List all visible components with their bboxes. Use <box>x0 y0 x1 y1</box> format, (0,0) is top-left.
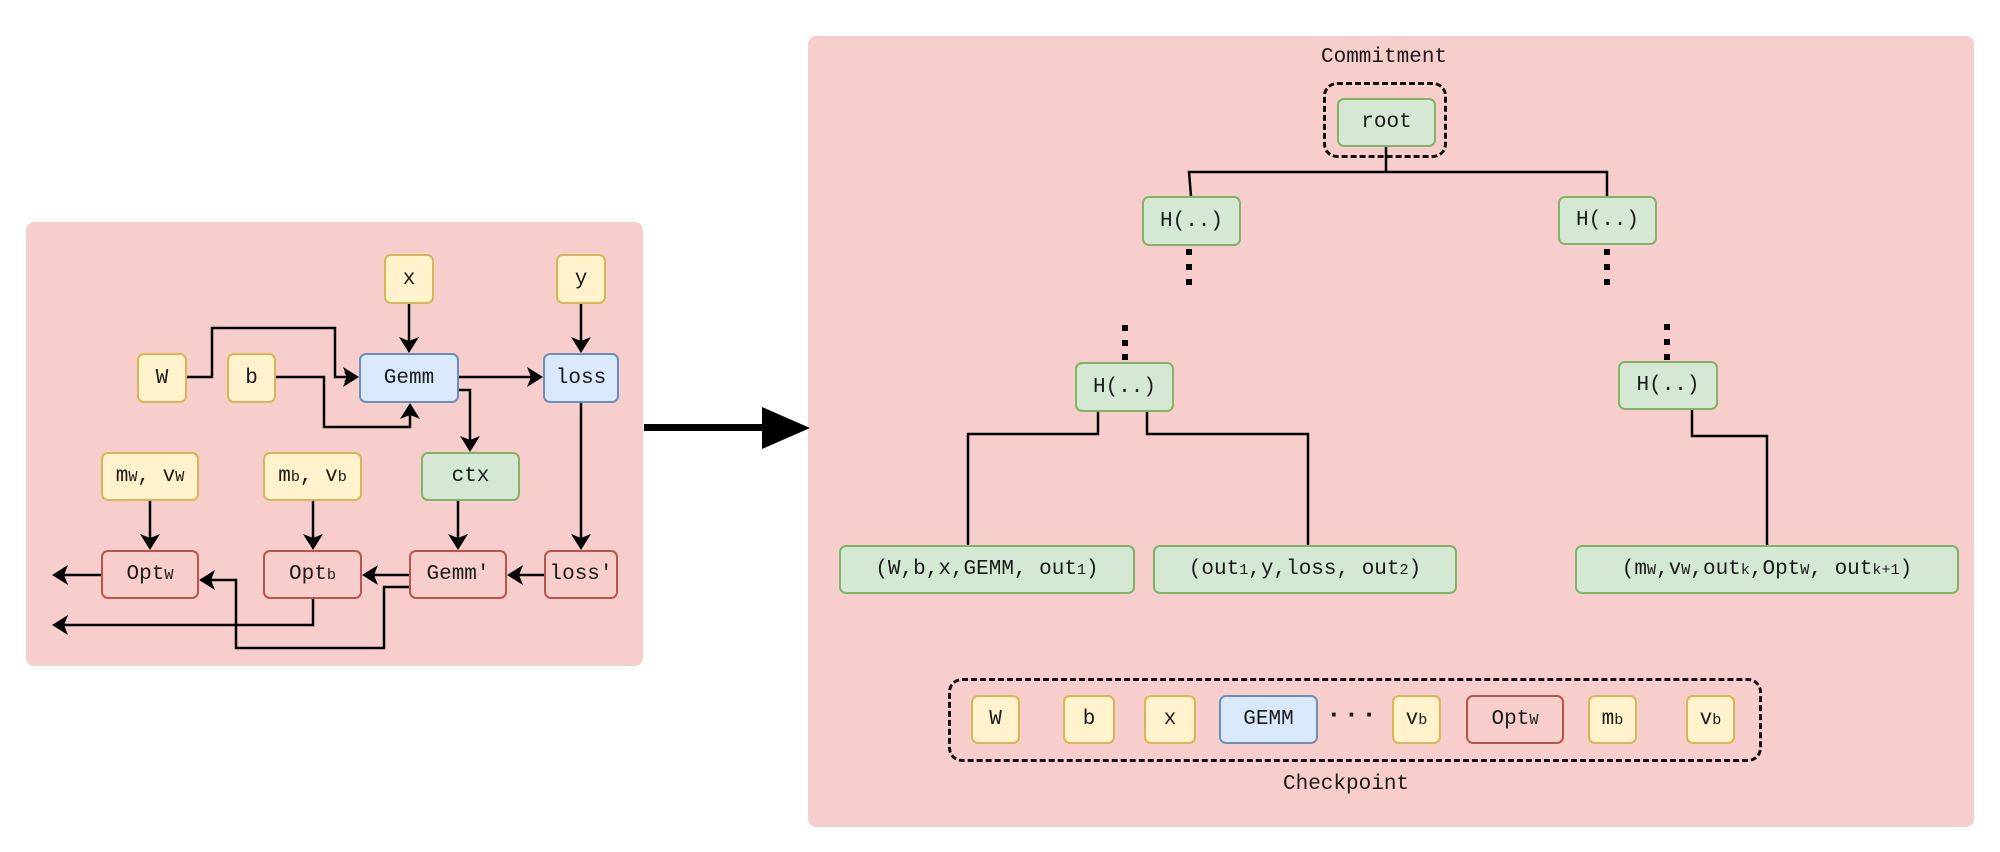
leaf-text: ,y,loss, out <box>1248 558 1400 581</box>
ctx-node: ctx <box>421 452 520 501</box>
node-label: b <box>245 366 258 390</box>
leaf-text: ) <box>1408 558 1422 581</box>
node-label: W <box>155 366 169 390</box>
ellipsis-dot <box>1664 324 1670 330</box>
ellipsis-dot <box>1664 339 1670 345</box>
commitment-box <box>1323 82 1447 158</box>
ellipsis-dot <box>1186 264 1192 270</box>
node-label: H(..) <box>1575 209 1639 232</box>
node-label: y <box>574 267 588 291</box>
checkpoint-item-label: W <box>989 708 1002 731</box>
leaf-text: ) <box>1086 558 1099 581</box>
leaf-text: (W,b,x,GEMM, out <box>875 558 1077 581</box>
hash-node: H(..) <box>1075 362 1174 412</box>
checkpoint-item-label: x <box>1163 708 1177 731</box>
v-label: v <box>325 465 338 488</box>
separator: , <box>137 465 163 488</box>
loss-node: loss <box>543 353 619 403</box>
ellipsis-dot <box>1604 264 1610 270</box>
checkpoint-item: GEMM <box>1219 695 1318 744</box>
gemm-node: Gemm <box>359 353 459 403</box>
leaf-text: ,v <box>1656 558 1682 581</box>
hash-node: H(..) <box>1558 196 1657 245</box>
checkpoint-item-label: v <box>1699 708 1713 731</box>
checkpoint-item-label: m <box>1601 708 1615 731</box>
node-label: H(..) <box>1092 375 1156 399</box>
checkpoint-item-label: b <box>1082 708 1096 731</box>
loss-grad-node: loss' <box>544 550 618 599</box>
ellipsis-dot <box>1604 279 1610 285</box>
checkpoint-item-label: Opt <box>1491 708 1530 731</box>
ellipsis-dot <box>1664 354 1670 360</box>
checkpoint-item: W <box>971 695 1020 744</box>
node-label: loss' <box>549 563 613 586</box>
leaf-text: ) <box>1899 558 1913 581</box>
leaf-text: (out <box>1188 558 1240 581</box>
node-label: Gemm <box>383 366 435 390</box>
leaf-text: ,out <box>1690 558 1741 581</box>
node-label: H(..) <box>1159 209 1223 233</box>
node-label: ctx <box>451 465 490 488</box>
checkpoint-item-label: GEMM <box>1243 708 1294 731</box>
input-b-node: b <box>227 353 276 403</box>
node-label: x <box>402 267 416 291</box>
transform-arrow <box>644 407 810 449</box>
leaf-text: (m <box>1621 558 1647 581</box>
checkpoint-item: x <box>1144 695 1196 744</box>
m-label: m <box>115 465 129 488</box>
m-label: m <box>278 465 291 488</box>
node-label: Opt <box>126 563 165 586</box>
leaf-text: , out <box>1809 558 1873 581</box>
input-w-node: W <box>137 353 187 403</box>
checkpoint-item-label: v <box>1405 708 1419 731</box>
hash-node: H(..) <box>1142 196 1241 246</box>
checkpoint-label: Checkpoint <box>1283 773 1410 796</box>
ellipsis-dot <box>1122 325 1128 331</box>
hash-node: H(..) <box>1618 361 1718 410</box>
ellipsis-dot <box>1122 340 1128 346</box>
input-x-node: x <box>384 254 434 304</box>
ellipsis-dot <box>1186 279 1192 285</box>
ellipsis-dot <box>1122 354 1128 360</box>
computation-graph-panel <box>26 222 643 666</box>
merkle-root-node: root <box>1337 98 1436 147</box>
gemm-grad-node: Gemm' <box>409 550 507 599</box>
checkpoint-item: b <box>1063 695 1115 744</box>
leaf-text: ,Opt <box>1749 558 1801 581</box>
ellipsis-dot <box>1604 249 1610 255</box>
v-label: v <box>162 465 176 488</box>
checkpoint-box <box>948 678 1762 762</box>
node-label: root <box>1361 111 1412 134</box>
node-label: H(..) <box>1636 374 1700 397</box>
ellipsis-dot <box>1186 249 1192 255</box>
input-y-node: y <box>556 254 606 304</box>
node-label: loss <box>555 366 607 390</box>
node-label: Gemm' <box>426 563 490 586</box>
node-label: Opt <box>289 563 327 586</box>
separator: , <box>299 465 326 488</box>
checkpoint-ellipsis: ··· <box>1326 700 1379 730</box>
commitment-label: Commitment <box>1321 46 1448 69</box>
